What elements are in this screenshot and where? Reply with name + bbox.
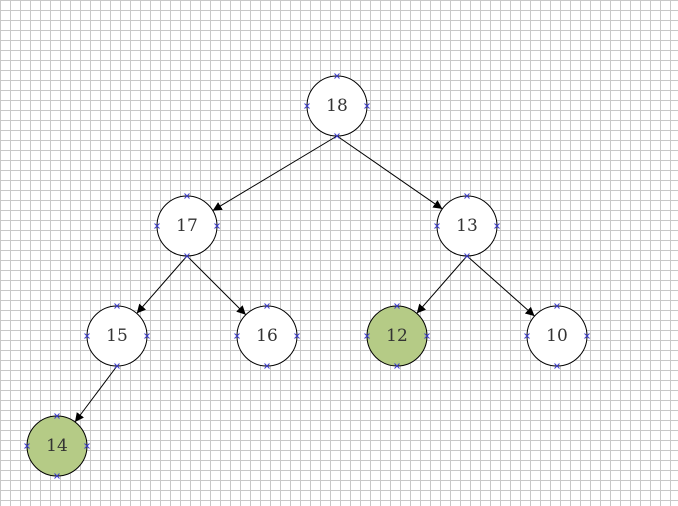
connection-point-icon: [264, 303, 270, 309]
connection-point-icon: [464, 193, 470, 199]
connection-point-icon: [304, 103, 310, 109]
tree-node-14[interactable]: 14: [24, 413, 90, 479]
node-label: 17: [176, 216, 198, 236]
connection-point-icon: [84, 333, 90, 339]
connection-point-icon: [364, 103, 370, 109]
node-label: 10: [546, 326, 568, 346]
edge-n18-n13: [336, 135, 443, 210]
connection-point-icon: [494, 223, 500, 229]
node-label: 15: [106, 326, 128, 346]
tree-node-12[interactable]: 12: [364, 303, 430, 369]
connection-point-icon: [554, 303, 560, 309]
connection-point-icon: [84, 443, 90, 449]
connection-point-icon: [54, 473, 60, 479]
connection-point-icon: [394, 303, 400, 309]
tree-node-10[interactable]: 10: [524, 303, 590, 369]
connection-point-icon: [334, 73, 340, 79]
edge-n13-n10: [466, 255, 535, 317]
connection-point-icon: [114, 303, 120, 309]
node-label: 18: [326, 96, 348, 116]
connection-point-icon: [234, 333, 240, 339]
edges-layer: [74, 135, 535, 423]
tree-node-13[interactable]: 13: [434, 193, 500, 259]
connection-point-icon: [584, 333, 590, 339]
nodes-layer: 18 17 13 15 16 12 10 14: [24, 73, 590, 479]
connection-point-icon: [114, 363, 120, 369]
edge-n17-n15: [136, 255, 188, 314]
node-label: 13: [456, 216, 478, 236]
tree-node-15[interactable]: 15: [84, 303, 150, 369]
connection-point-icon: [214, 223, 220, 229]
connection-point-icon: [364, 333, 370, 339]
connection-point-icon: [394, 363, 400, 369]
connection-point-icon: [554, 363, 560, 369]
connection-point-icon: [264, 363, 270, 369]
edge-n15-n14: [74, 365, 118, 423]
tree-node-16[interactable]: 16: [234, 303, 300, 369]
edge-n17-n16: [186, 255, 247, 316]
connection-point-icon: [184, 253, 190, 259]
connection-point-icon: [434, 223, 440, 229]
connection-point-icon: [424, 333, 430, 339]
connection-point-icon: [144, 333, 150, 339]
tree-node-17[interactable]: 17: [154, 193, 220, 259]
connection-point-icon: [184, 193, 190, 199]
edge-n18-n17: [212, 135, 338, 211]
node-label: 16: [256, 326, 278, 346]
connection-point-icon: [464, 253, 470, 259]
connection-point-icon: [154, 223, 160, 229]
connection-point-icon: [334, 133, 340, 139]
node-label: 14: [46, 436, 68, 456]
connection-point-icon: [294, 333, 300, 339]
connection-point-icon: [524, 333, 530, 339]
connection-point-icon: [24, 443, 30, 449]
tree-node-18[interactable]: 18: [304, 73, 370, 139]
node-label: 12: [386, 326, 408, 346]
edge-n13-n12: [416, 255, 468, 314]
connection-point-icon: [54, 413, 60, 419]
